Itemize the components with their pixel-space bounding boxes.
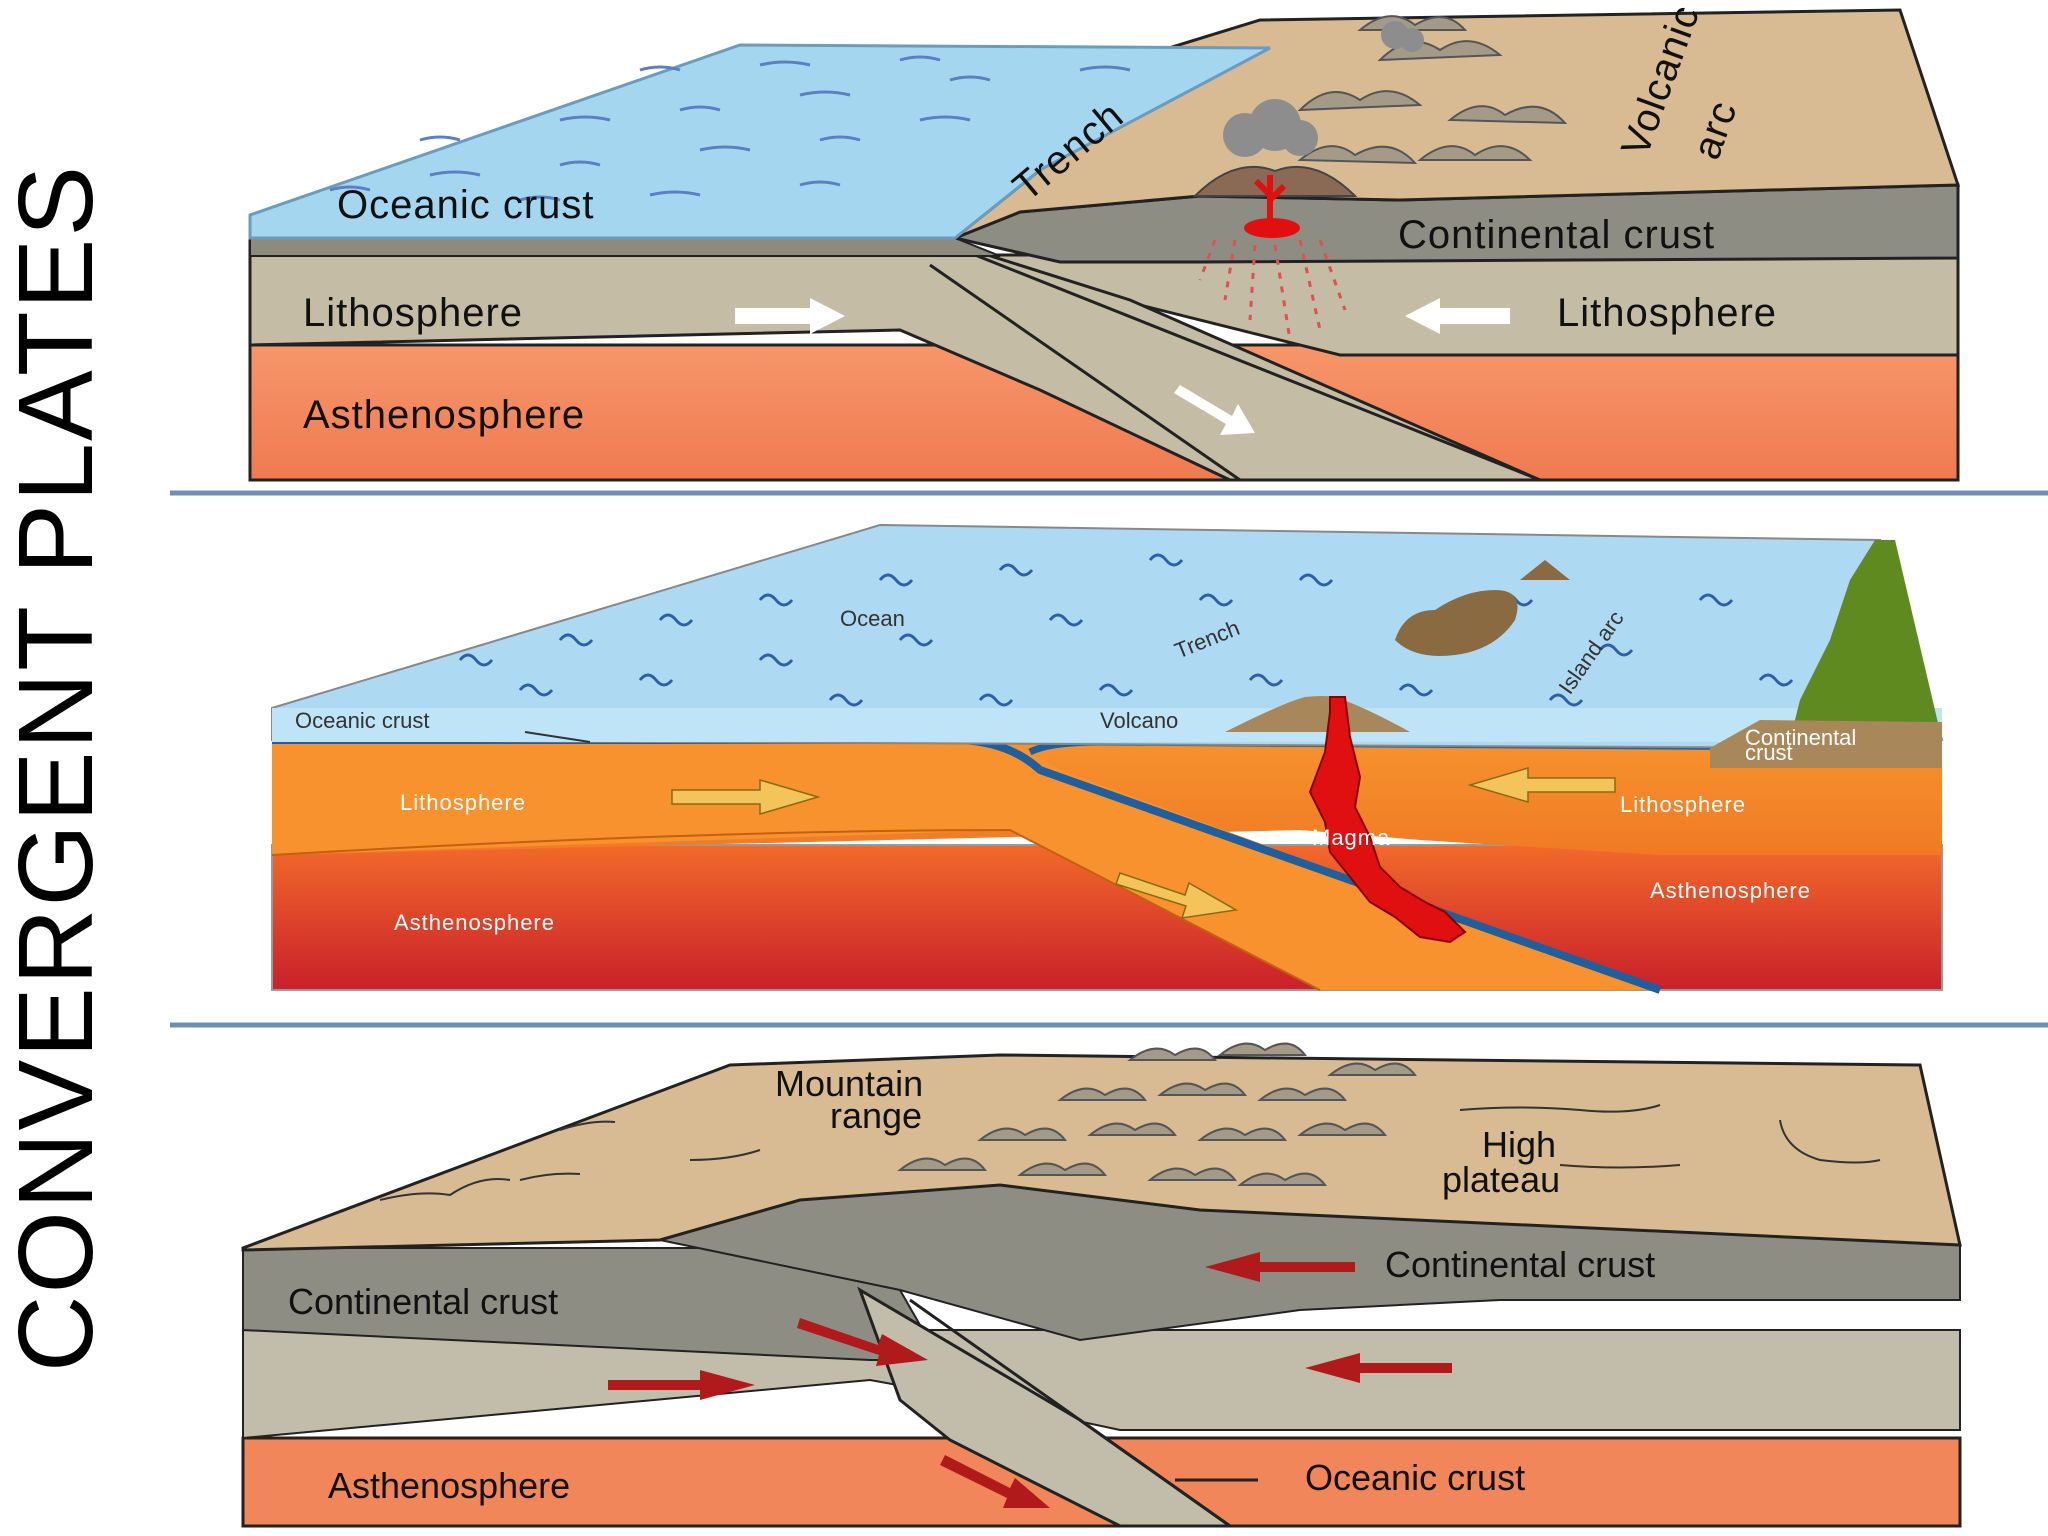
p1-label-lithosphere-right: Lithosphere [1557, 291, 1777, 335]
p2-label-asthenosphere-right: Asthenosphere [1650, 878, 1811, 903]
p2-label-ocean: Ocean [840, 606, 905, 631]
p3-label-range: range [830, 1095, 922, 1136]
p3-label-plateau: plateau [1442, 1159, 1560, 1200]
p2-label-magma: Magma [1312, 825, 1390, 850]
p3-label-continental-crust-right: Continental crust [1385, 1244, 1655, 1285]
p1-label-oceanic-crust: Oceanic crust [337, 183, 595, 227]
panel-continental-continental: Mountain range High plateau Continental … [243, 1044, 1960, 1526]
p1-label-asthenosphere: Asthenosphere [303, 393, 585, 437]
p3-label-continental-crust-left: Continental crust [288, 1281, 558, 1322]
panel-oceanic-continental: Oceanic crust Trench Volcanic arc Contin… [250, 0, 1958, 480]
p1-label-lithosphere-left: Lithosphere [303, 291, 523, 335]
p2-label-asthenosphere-left: Asthenosphere [394, 910, 555, 935]
p2-label-lithosphere-right: Lithosphere [1620, 792, 1746, 817]
p2-label-crust: crust [1745, 740, 1793, 765]
p3-label-asthenosphere: Asthenosphere [328, 1465, 570, 1506]
p2-label-oceanic-crust: Oceanic crust [295, 708, 430, 733]
p2-label-volcano: Volcano [1100, 708, 1178, 733]
p1-oceanic-crust-layer [250, 238, 1000, 256]
panel-oceanic-oceanic: Ocean Trench Island arc Oceanic crust Vo… [272, 525, 1942, 990]
p3-label-oceanic-crust: Oceanic crust [1305, 1457, 1525, 1498]
p1-label-continental-crust: Continental crust [1398, 213, 1715, 257]
p2-label-lithosphere-left: Lithosphere [400, 790, 526, 815]
p3-lithosphere-layer [243, 1330, 1960, 1438]
